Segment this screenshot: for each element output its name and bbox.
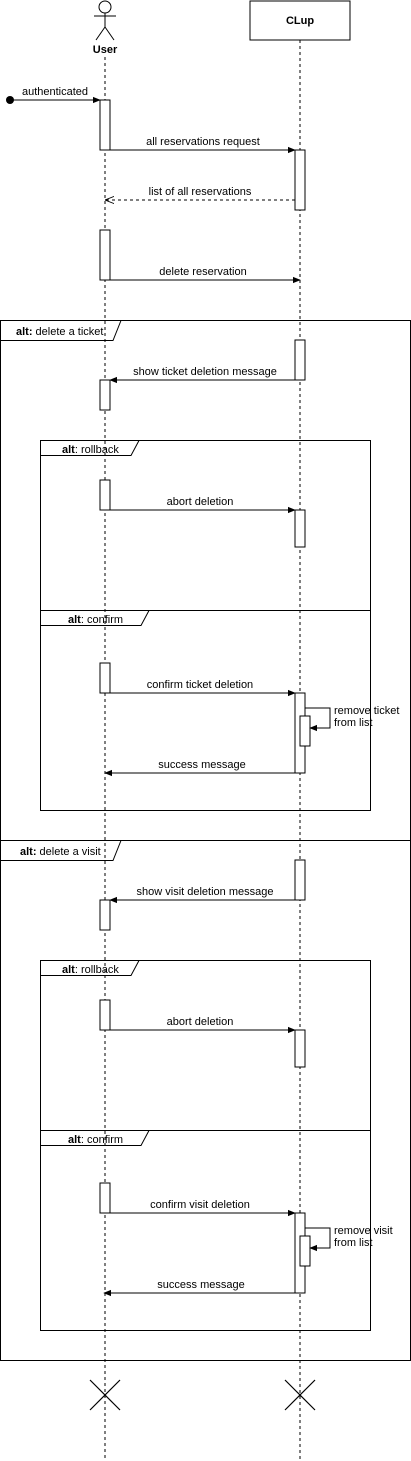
message-label: delete reservation [159,266,246,278]
self-message-remove-ticket: remove ticket from list [305,705,399,732]
message-label: abort deletion [167,1016,234,1028]
message-label: remove ticket [334,705,399,717]
fragment-label-confirm: alt: confirm [68,614,123,626]
message-label: confirm ticket deletion [147,679,253,691]
message-label: all reservations request [146,136,260,148]
message-label: authenticated [22,86,88,98]
fragment-rollback-visit: alt: rollback [40,960,371,1131]
activation-bar [99,1182,111,1214]
message-success-visit: success message [103,1279,295,1297]
activation-bar [99,229,111,281]
message-abort-deletion: abort deletion [110,1016,296,1034]
fragment-label-delete-visit: alt: delete a visit [20,846,101,858]
actor-head [98,0,112,14]
message-label: show ticket deletion message [133,366,277,378]
message-label: list of all reservations [149,186,252,198]
activation-bar [294,339,306,381]
participant-label-clup: CLup [286,15,314,27]
message-label: remove visit [334,1225,393,1237]
actor-label-user: User [93,44,118,56]
fragment-confirm-ticket: alt: confirm [40,610,371,811]
message-abort-deletion: abort deletion [110,496,296,514]
fragment-label-confirm: alt: confirm [68,1134,123,1146]
activation-bars [99,99,311,1294]
message-show-visit-deletion: show visit deletion message [109,886,295,904]
message-confirm-ticket-deletion: confirm ticket deletion [110,679,296,697]
fragment-rollback-ticket: alt: rollback [40,440,371,611]
activation-bar [99,99,111,151]
activation-bar [299,715,311,747]
message-label: confirm visit deletion [150,1199,250,1211]
fragment-label-delete-ticket: alt: delete a ticket [16,326,103,338]
activation-bar [294,509,306,548]
activation-bar [299,1235,311,1267]
message-list-of-all-reservations: list of all reservations [106,186,295,200]
activation-bar [99,479,111,511]
message-label: from list [334,717,373,729]
clup-box [249,0,351,41]
message-label: success message [157,1279,244,1291]
activation-bar [294,859,306,901]
clup-destroy-x-icon [284,1379,316,1411]
message-label: abort deletion [167,496,234,508]
message-delete-reservation: delete reservation [110,266,301,284]
activation-bar [294,149,306,211]
message-authenticated: authenticated [6,86,101,104]
message-label: from list [334,1237,373,1249]
message-confirm-visit-deletion: confirm visit deletion [110,1199,296,1217]
activation-bar [99,999,111,1031]
clup-participant: CLup [249,0,351,41]
self-message-remove-visit: remove visit from list [305,1225,393,1252]
fragment-label-rollback: alt: rollback [62,444,119,456]
fragment-label-rollback: alt: rollback [62,964,119,976]
message-label: success message [158,759,245,771]
message-show-ticket-deletion: show ticket deletion message [109,366,295,384]
user-destroy-x-icon [89,1379,121,1411]
message-all-reservations-request: all reservations request [110,136,296,154]
message-label: show visit deletion message [137,886,274,898]
activation-bar [99,899,111,931]
activation-bar [99,379,111,411]
fragment-confirm-visit: alt: confirm [40,1130,371,1331]
user-actor: User [93,0,118,56]
activation-bar [99,662,111,694]
message-success-ticket: success message [104,759,295,777]
activation-bar [294,1029,306,1068]
